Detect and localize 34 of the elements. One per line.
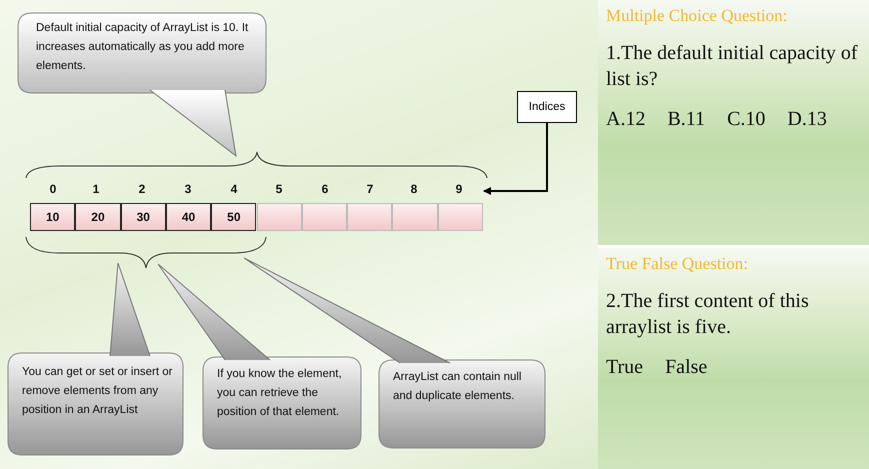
array-cell: 50 [211, 203, 256, 231]
answer-option: C.10 [727, 108, 766, 131]
question-heading: True False Question: [606, 254, 749, 274]
answer-option: A.12 [606, 108, 646, 131]
index-number: 1 [92, 182, 100, 196]
index-number: 0 [48, 182, 58, 196]
array-cell [256, 203, 302, 231]
index-number: 3 [184, 182, 192, 196]
array-cell [438, 203, 483, 231]
question-text: 2.The first content of this arraylist is five. [606, 289, 810, 340]
answer-option: B.11 [667, 108, 706, 131]
index-number: 5 [274, 182, 284, 196]
index-number: 6 [320, 182, 330, 196]
question-panel [598, 0, 869, 245]
arrow [483, 123, 548, 195]
array-cell: 30 [120, 203, 166, 231]
answer-option: False [665, 356, 708, 379]
question-panel [598, 248, 869, 469]
index-number: 9 [454, 182, 464, 196]
array-cell: 20 [75, 203, 121, 231]
answer-option: D.13 [787, 108, 827, 131]
question-text: 1.The default initial capacity of list is? [606, 41, 859, 92]
array-cell [347, 203, 392, 231]
index-number: 4 [230, 182, 238, 196]
indices-label-box: Indices [517, 91, 577, 123]
array-cell [302, 203, 348, 231]
array-cell [392, 203, 438, 231]
index-number: 2 [138, 182, 146, 196]
question-heading: Multiple Choice Question: [606, 6, 788, 26]
array-cell: 10 [30, 203, 76, 231]
index-number: 8 [410, 182, 418, 196]
index-number: 7 [366, 182, 374, 196]
array-cell: 40 [166, 203, 212, 231]
answer-option: True [606, 356, 644, 379]
